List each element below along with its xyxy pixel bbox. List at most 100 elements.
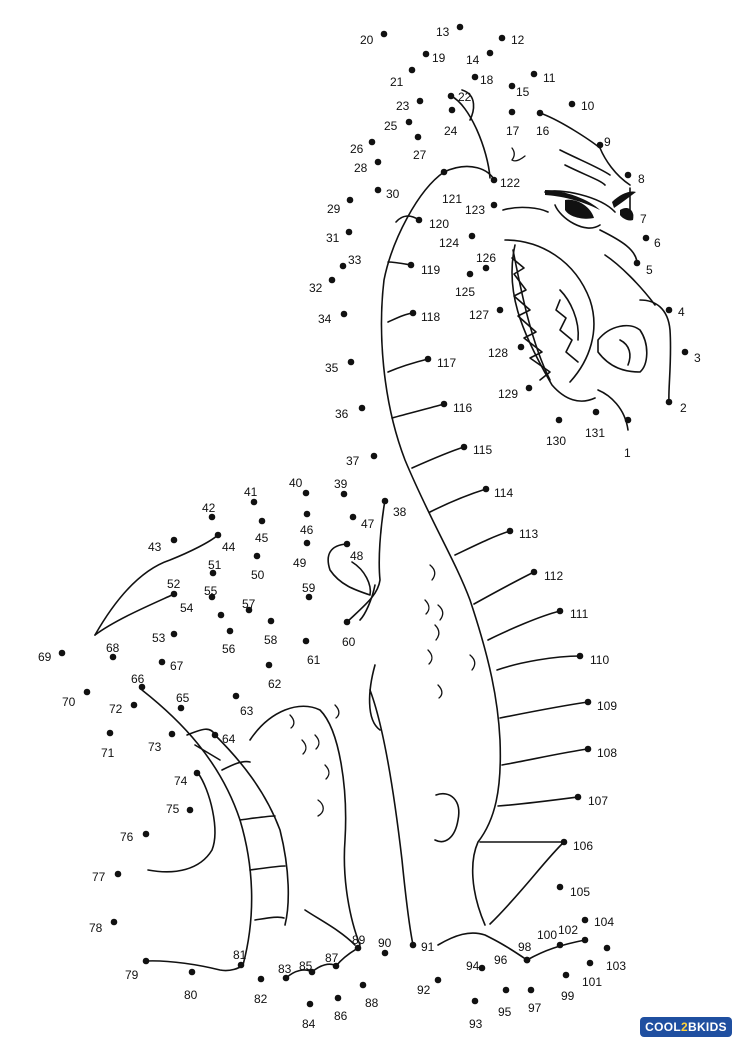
dot-label-86: 86: [334, 1009, 348, 1023]
dot-label-120: 120: [429, 217, 449, 231]
dot-60: [343, 618, 351, 626]
dot-label-42: 42: [202, 501, 216, 515]
dot-label-131: 131: [585, 426, 605, 440]
dot-16: [536, 109, 544, 117]
dot-label-23: 23: [396, 99, 410, 113]
dot-label-66: 66: [131, 672, 145, 686]
dot-label-94: 94: [466, 959, 480, 973]
dot-label-124: 124: [439, 236, 459, 250]
dot-label-67: 67: [170, 659, 184, 673]
dot-label-65: 65: [176, 691, 190, 705]
dot-9: [596, 141, 604, 149]
dot-label-99: 99: [561, 989, 575, 1003]
dot-45: [258, 517, 266, 525]
dot-label-125: 125: [455, 285, 475, 299]
dot-98: [523, 956, 531, 964]
dot-52: [170, 590, 178, 598]
dot-73: [168, 730, 176, 738]
numbered-dots: 1234567891011121314151617181920212223242…: [38, 23, 701, 1031]
dot-51: [209, 569, 217, 577]
dot-label-25: 25: [384, 119, 398, 133]
dot-19: [422, 50, 430, 58]
dot-94: [478, 964, 486, 972]
dot-99: [562, 971, 570, 979]
dot-21: [408, 66, 416, 74]
dot-12: [498, 34, 506, 42]
dot-label-19: 19: [432, 51, 446, 65]
dot-71: [106, 729, 114, 737]
dot-124: [468, 232, 476, 240]
dot-92: [434, 976, 442, 984]
dot-38: [381, 497, 389, 505]
dot-label-129: 129: [498, 387, 518, 401]
dot-6: [642, 234, 650, 242]
dot-125: [466, 270, 474, 278]
dot-47: [349, 513, 357, 521]
dot-29: [346, 196, 354, 204]
dot-label-84: 84: [302, 1017, 316, 1031]
dot-33: [339, 262, 347, 270]
dot-57: [245, 606, 253, 614]
dot-90: [381, 949, 389, 957]
dot-91: [409, 941, 417, 949]
dot-label-48: 48: [350, 549, 364, 563]
dot-label-49: 49: [293, 556, 307, 570]
dot-label-40: 40: [289, 476, 303, 490]
dot-label-115: 115: [473, 443, 492, 457]
dot-68: [109, 653, 117, 661]
dot-58: [267, 617, 275, 625]
dot-label-46: 46: [300, 523, 314, 537]
dot-8: [624, 171, 632, 179]
dot-107: [574, 793, 582, 801]
dot-37: [370, 452, 378, 460]
dot-label-37: 37: [346, 454, 360, 468]
dot-label-41: 41: [244, 485, 258, 499]
dot-label-112: 112: [544, 569, 563, 583]
dot-label-27: 27: [413, 148, 427, 162]
dot-102: [581, 936, 589, 944]
dot-label-36: 36: [335, 407, 349, 421]
dot-label-76: 76: [120, 830, 134, 844]
dot-label-6: 6: [654, 236, 661, 250]
dot-131: [592, 408, 600, 416]
dinosaur-outline: [94, 89, 672, 979]
dot-label-71: 71: [101, 746, 115, 760]
dot-77: [114, 870, 122, 878]
dot-label-91: 91: [421, 940, 435, 954]
dot-27: [414, 133, 422, 141]
dot-113: [506, 527, 514, 535]
dot-1: [624, 416, 632, 424]
dot-86: [334, 994, 342, 1002]
dot-81: [237, 961, 245, 969]
dot-label-45: 45: [255, 531, 269, 545]
dot-55: [208, 593, 216, 601]
dot-7: [626, 211, 634, 219]
dot-76: [142, 830, 150, 838]
dot-65: [177, 704, 185, 712]
dot-100: [556, 941, 564, 949]
dot-97: [527, 986, 535, 994]
dot-label-92: 92: [417, 983, 431, 997]
dot-label-128: 128: [488, 346, 508, 360]
dot-label-33: 33: [348, 253, 362, 267]
dot-label-9: 9: [604, 135, 611, 149]
dot-label-113: 113: [519, 527, 538, 541]
dot-85: [308, 968, 316, 976]
dot-label-5: 5: [646, 263, 653, 277]
dot-label-73: 73: [148, 740, 162, 754]
dot-label-61: 61: [307, 653, 321, 667]
dot-18: [471, 73, 479, 81]
dot-label-50: 50: [251, 568, 265, 582]
dot-label-56: 56: [222, 642, 236, 656]
dot-label-123: 123: [465, 203, 485, 217]
dot-label-51: 51: [208, 558, 222, 572]
dot-label-82: 82: [254, 992, 268, 1006]
dot-44: [214, 531, 222, 539]
dot-label-85: 85: [299, 959, 313, 973]
dot-59: [305, 593, 313, 601]
dot-label-31: 31: [326, 231, 340, 245]
dot-label-53: 53: [152, 631, 166, 645]
dot-label-78: 78: [89, 921, 103, 935]
dot-label-102: 102: [558, 923, 578, 937]
dot-56: [226, 627, 234, 635]
